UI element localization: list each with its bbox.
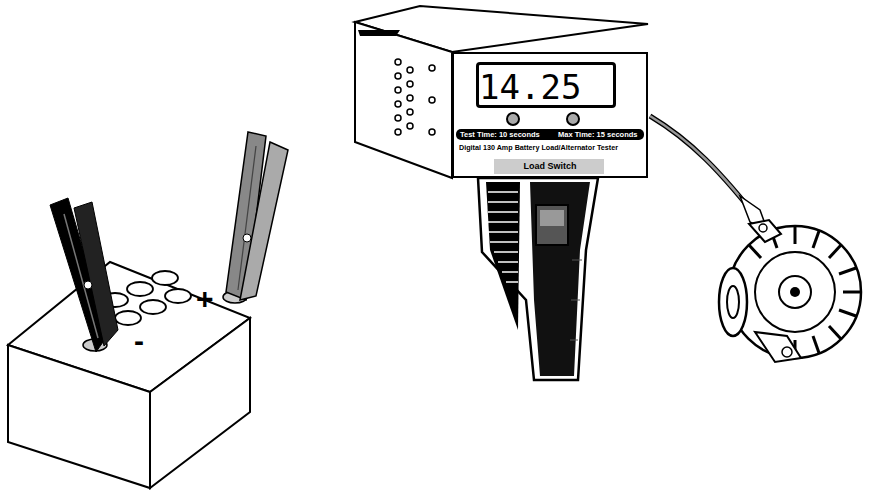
- panel-label: Max Time: 15 seconds: [558, 131, 637, 139]
- switch-highlight: [540, 210, 564, 226]
- load-switch-button: [536, 205, 568, 245]
- terminal-sign: -: [134, 326, 144, 356]
- battery: -+: [8, 262, 250, 490]
- positive-clamp: [226, 132, 288, 300]
- battery-side: [150, 318, 250, 488]
- battery-front: [8, 345, 150, 488]
- alternator: [719, 220, 861, 362]
- handle-lines: [570, 260, 582, 340]
- lcd-display: 14.25: [476, 62, 616, 108]
- tester-side: [355, 22, 452, 178]
- handle-front: [530, 182, 590, 376]
- tester-panel: Test Time: 10 seconds Max Time: 15 second…: [452, 52, 648, 178]
- panel-label: Digital 130 Amp Battery Load/Alternator …: [459, 144, 618, 151]
- panel-label: Load Switch: [523, 162, 576, 171]
- vent-holes: [395, 59, 435, 135]
- voltage-reading: 14.25: [479, 70, 581, 104]
- alternator-jack: [566, 112, 580, 126]
- panel-label: Test Time: 10 seconds: [460, 131, 540, 139]
- tester-handle: [478, 178, 598, 380]
- handle-grip: [486, 182, 520, 330]
- negative-clamp: [50, 198, 118, 352]
- indicator-light: [506, 112, 520, 126]
- tester-slot: [358, 30, 400, 36]
- grip-ribs: [488, 192, 518, 282]
- terminal-sign: +: [196, 284, 214, 314]
